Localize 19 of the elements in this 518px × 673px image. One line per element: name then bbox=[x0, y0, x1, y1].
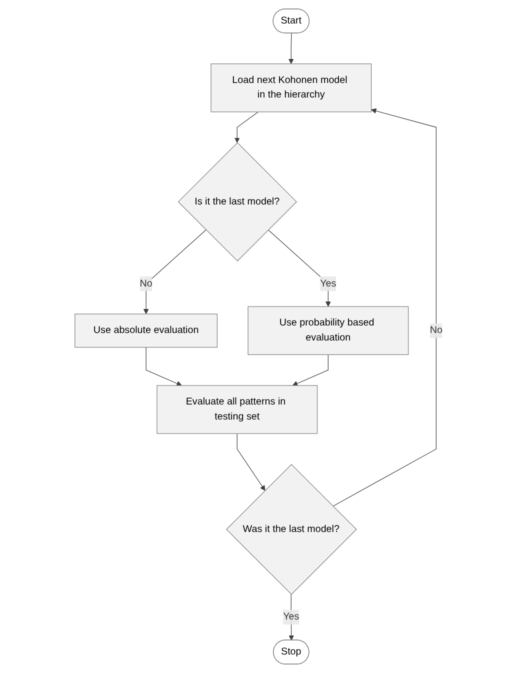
arrow bbox=[292, 354, 329, 386]
node-diamond: Was it the last model? bbox=[226, 464, 358, 595]
arrow bbox=[288, 33, 294, 64]
arrow bbox=[268, 230, 332, 307]
arrow bbox=[332, 108, 437, 507]
arrow bbox=[146, 347, 182, 386]
node-box: Use absolute evaluation bbox=[74, 314, 218, 348]
node-box: Evaluate all patterns in testing set bbox=[156, 385, 318, 434]
edge-label: Yes bbox=[283, 612, 300, 622]
node-diamond: Is it the last model? bbox=[178, 142, 298, 262]
node-box: Load next Kohonen model in the hierarchy bbox=[210, 64, 372, 112]
node-box: Use probability based evaluation bbox=[248, 306, 409, 355]
arrow bbox=[288, 594, 294, 641]
edge-label: No bbox=[140, 278, 153, 289]
edge-label: No bbox=[430, 325, 443, 336]
arrow bbox=[144, 230, 207, 314]
arrow bbox=[234, 112, 259, 143]
arrow bbox=[237, 433, 266, 491]
edge-label: Yes bbox=[320, 278, 337, 289]
